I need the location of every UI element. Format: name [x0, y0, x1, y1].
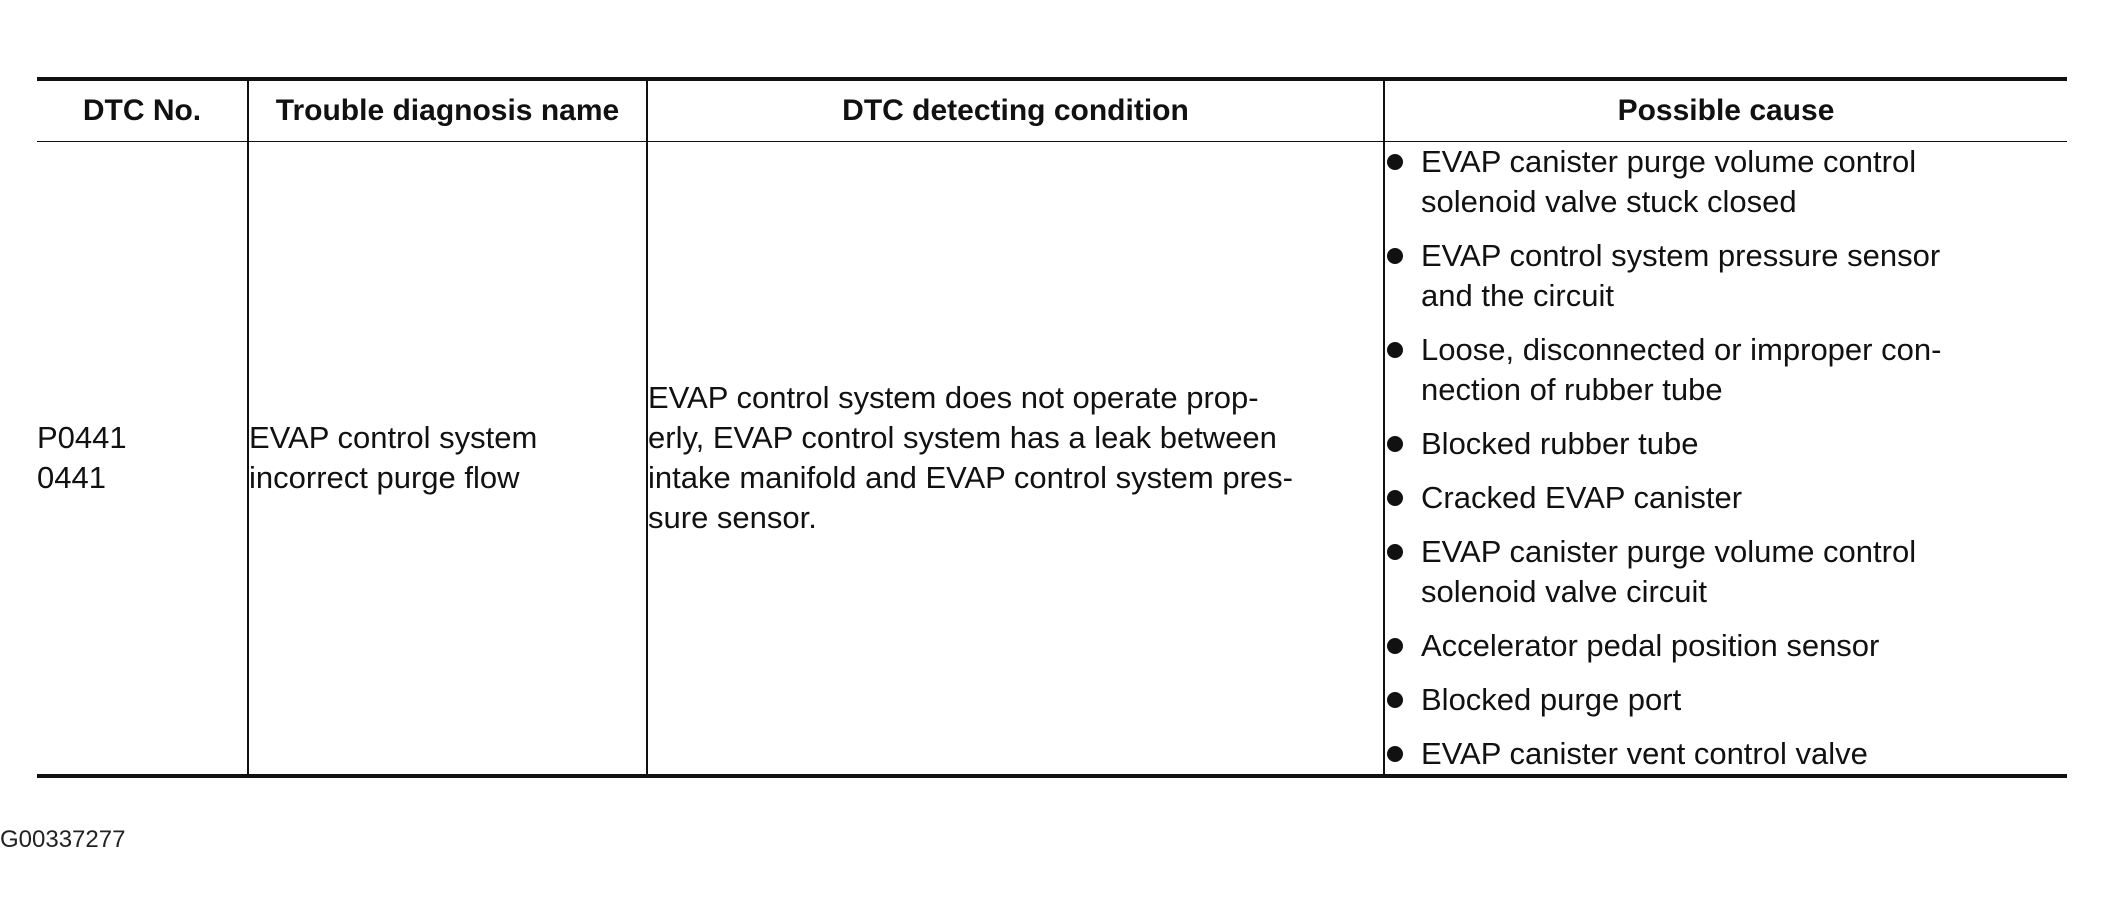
cause-text-line: EVAP canister purge volume control: [1421, 144, 1917, 179]
cause-text-line: Cracked EVAP canister: [1421, 480, 1743, 515]
bullet-icon: [1387, 248, 1403, 264]
bullet-icon: [1387, 544, 1403, 560]
condition-line: EVAP control system does not operate pro…: [648, 380, 1259, 415]
list-item: Blocked purge port: [1385, 680, 2067, 720]
cause-text-line: Blocked purge port: [1421, 682, 1682, 717]
cause-text-line: solenoid valve circuit: [1421, 574, 1708, 609]
list-item: EVAP canister purge volume control solen…: [1385, 142, 2067, 222]
cause-text-line: EVAP canister purge volume control: [1421, 534, 1917, 569]
cause-text-line: solenoid valve stuck closed: [1421, 184, 1797, 219]
header-dtc-no: DTC No.: [37, 77, 248, 142]
list-item: EVAP canister vent control valve: [1385, 734, 2067, 774]
condition-line: erly, EVAP control system has a leak bet…: [648, 420, 1277, 455]
list-item: Accelerator pedal position sensor: [1385, 626, 2067, 666]
header-trouble-diagnosis-name: Trouble diagnosis name: [247, 77, 647, 142]
possible-cause-list: EVAP canister purge volume control solen…: [1385, 142, 2067, 774]
cause-text-line: EVAP canister vent control valve: [1421, 736, 1868, 771]
cause-text-line: Loose, disconnected or improper con-: [1421, 332, 1942, 367]
bullet-icon: [1387, 746, 1403, 762]
trouble-diagnosis-name-cell: EVAP control system incorrect purge flow: [247, 141, 647, 778]
list-item: Cracked EVAP canister: [1385, 478, 2067, 518]
dtc-code: P0441: [37, 420, 127, 455]
dtc-number-cell: P0441 0441: [37, 141, 248, 778]
detecting-condition-cell: EVAP control system does not operate pro…: [646, 141, 1384, 778]
cause-text-line: and the circuit: [1421, 278, 1614, 313]
dtc-table-container: DTC No. Trouble diagnosis name DTC detec…: [37, 77, 2067, 778]
condition-line: sure sensor.: [648, 500, 817, 535]
table-header-row: DTC No. Trouble diagnosis name DTC detec…: [37, 77, 2067, 142]
cause-text-line: Accelerator pedal position sensor: [1421, 628, 1880, 663]
list-item: Blocked rubber tube: [1385, 424, 2067, 464]
header-dtc-detecting-condition: DTC detecting condition: [646, 77, 1384, 142]
table-row: P0441 0441 EVAP control system incorrect…: [37, 141, 2067, 778]
possible-cause-cell: EVAP canister purge volume control solen…: [1383, 141, 2067, 778]
figure-id: G00337277: [0, 826, 126, 853]
cause-text-line: EVAP control system pressure sensor: [1421, 238, 1941, 273]
list-item: EVAP control system pressure sensor and …: [1385, 236, 2067, 316]
condition-line: intake manifold and EVAP control system …: [648, 460, 1293, 495]
list-item: EVAP canister purge volume control solen…: [1385, 532, 2067, 612]
bullet-icon: [1387, 436, 1403, 452]
diagnosis-name-line: EVAP control system: [249, 420, 538, 455]
bullet-icon: [1387, 154, 1403, 170]
dtc-table: DTC No. Trouble diagnosis name DTC detec…: [37, 77, 2067, 778]
dtc-code-alt: 0441: [37, 460, 106, 495]
bullet-icon: [1387, 342, 1403, 358]
bullet-icon: [1387, 638, 1403, 654]
list-item: Loose, disconnected or improper con- nec…: [1385, 330, 2067, 410]
bullet-icon: [1387, 490, 1403, 506]
cause-text-line: nection of rubber tube: [1421, 372, 1723, 407]
header-possible-cause: Possible cause: [1383, 77, 2067, 142]
bullet-icon: [1387, 692, 1403, 708]
diagnosis-name-line: incorrect purge flow: [249, 460, 520, 495]
cause-text-line: Blocked rubber tube: [1421, 426, 1699, 461]
